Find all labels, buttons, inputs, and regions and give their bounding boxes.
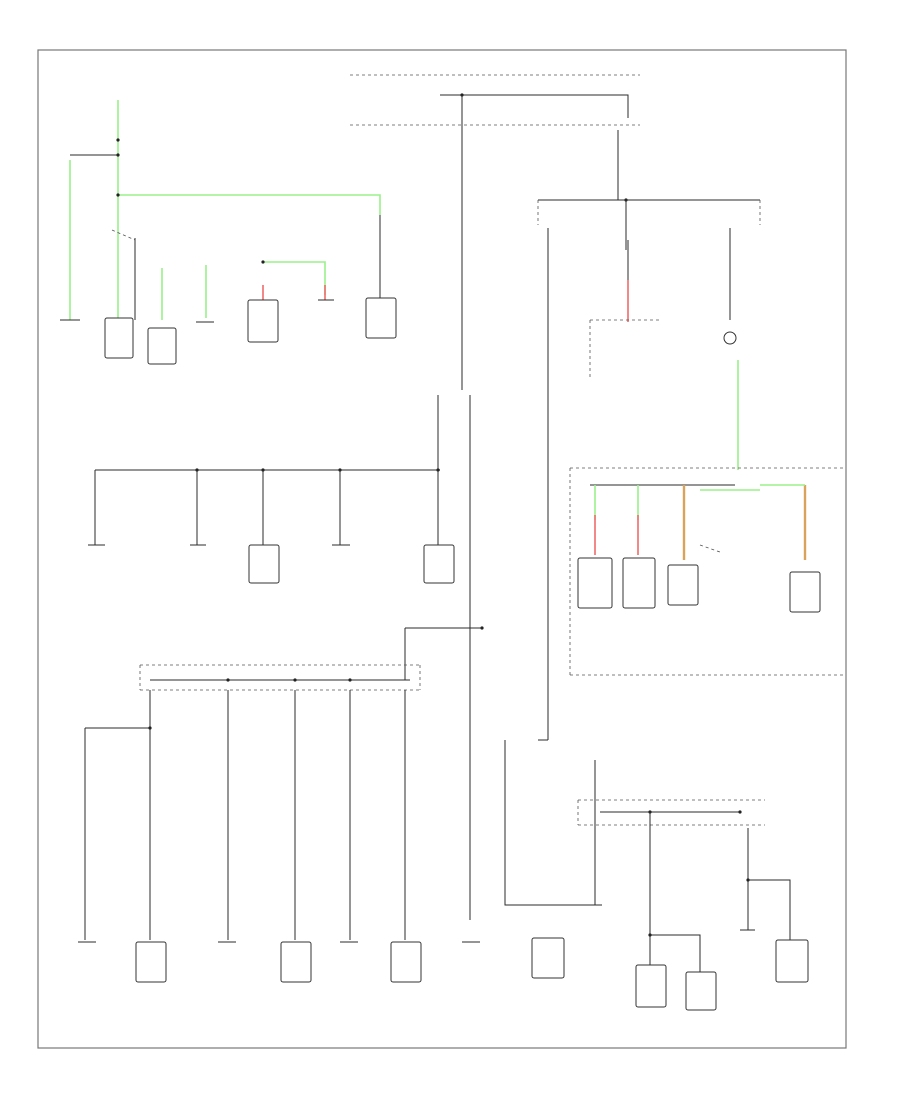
- middle-component-1: [248, 544, 280, 584]
- right-component-2: [622, 557, 656, 609]
- lower-bus: [78, 610, 484, 983]
- diagram-frame: [37, 49, 847, 1049]
- top-left-components: [60, 297, 397, 365]
- right-subpanel: [569, 467, 845, 676]
- lower-right-component-3: [685, 971, 717, 1011]
- left-component-3: [247, 299, 279, 343]
- bulb-component: [723, 331, 737, 345]
- middle-bus: [88, 395, 471, 610]
- bottom-component-3: [390, 941, 422, 983]
- bottom-component-1: [135, 941, 167, 983]
- right-component-4: [789, 571, 821, 613]
- lower-right-component-2: [635, 964, 667, 1008]
- top-left-circuit: [69, 100, 381, 320]
- left-component-4: [365, 297, 397, 339]
- left-component-2: [147, 327, 177, 365]
- lower-right-component-4: [775, 939, 809, 983]
- lower-right-component-1: [531, 937, 565, 979]
- left-component-1: [104, 317, 134, 359]
- lower-right-circuit: [504, 739, 809, 1011]
- right-component-3: [667, 564, 699, 606]
- middle-component-2: [423, 544, 455, 584]
- fuse-box-top: [350, 74, 761, 740]
- bottom-component-2: [280, 941, 312, 983]
- right-component-1: [577, 557, 613, 609]
